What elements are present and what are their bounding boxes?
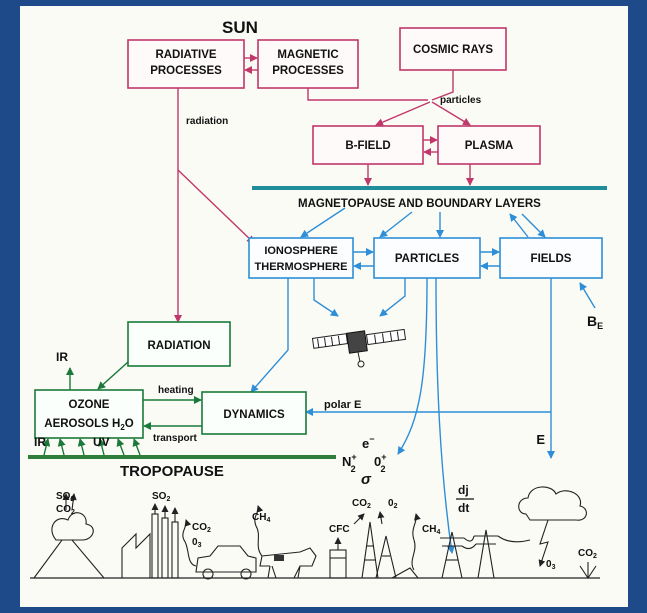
electron-label: e− (362, 434, 375, 451)
trees-co2: CO2 (352, 498, 371, 510)
arrow-particles-to-powerlines (435, 277, 455, 554)
storm-co2: CO2 (578, 548, 597, 560)
heating-label: heating (158, 385, 194, 396)
arrow-fields-to-mp-a (509, 213, 529, 238)
ozone-label: OZONE (69, 399, 110, 411)
factory-icon (121, 503, 182, 579)
ionosphere-thermosphere-box (248, 237, 354, 279)
dynamics-label: DYNAMICS (223, 409, 285, 421)
magnetopause-bar (252, 186, 607, 190)
storm-o3: 03 (546, 559, 556, 571)
arrow-mp-to-particles-a (379, 211, 413, 238)
factory-so2: SO2 (152, 491, 170, 503)
cow-icon (254, 505, 317, 579)
line-magnetic-particles (307, 88, 428, 101)
tropopause-label: TROPOPAUSE (120, 463, 224, 480)
storm-cloud-icon (518, 486, 597, 579)
arrow-to-plasma (431, 101, 471, 126)
magnetic-processes-box (257, 39, 359, 89)
arrow-particles-to-satellite (379, 278, 406, 317)
particles-box-label: PARTICLES (395, 253, 460, 265)
be-label: BE (587, 313, 603, 331)
fridge-icon (329, 537, 347, 579)
ir-bottom-label: IR (34, 435, 46, 449)
aerosols-h2o-label: AEROSOLS H2O (44, 418, 134, 432)
radiative-label-2: PROCESSES (150, 65, 222, 77)
thermosphere-label: THERMOSPHERE (255, 261, 348, 273)
plasma-label: PLASMA (465, 140, 514, 152)
b-field-box (312, 125, 424, 165)
cosmic-rays-label: COSMIC RAYS (413, 44, 493, 56)
dt-label: dt (458, 501, 469, 515)
tropopause-bar (28, 455, 336, 459)
arrow-ir-2 (57, 438, 66, 456)
arrow-radiation-to-ozone (97, 361, 129, 390)
e-field-label: E (536, 432, 545, 447)
radiation-flow-label: radiation (186, 116, 228, 127)
plasma-box (437, 125, 541, 165)
arrow-uv-4 (132, 438, 141, 456)
arrow-to-b-field (375, 101, 431, 126)
magnetopause-label: MAGNETOPAUSE AND BOUNDARY LAYERS (298, 198, 541, 210)
magnetic-label-2: PROCESSES (272, 65, 344, 77)
b-field-label: B-FIELD (345, 140, 390, 152)
particles-flow-label: particles (440, 95, 482, 106)
arrow-iono-to-satellite (313, 278, 339, 317)
ozone-aerosols-box (34, 389, 144, 439)
radiative-processes-box (127, 39, 245, 89)
dynamics-box (201, 391, 307, 435)
uv-label: UV (93, 435, 110, 449)
sigma-label: σ (361, 471, 372, 488)
ionosphere-label: IONOSPHERE (264, 245, 337, 257)
volcano-icon (33, 493, 105, 579)
arrow-ir-1 (42, 438, 51, 456)
arrow-uv-3 (116, 438, 125, 456)
transport-label: transport (153, 433, 198, 444)
satellite-icon (311, 328, 407, 368)
methane-source-icon (411, 513, 421, 571)
power-lines-icon (440, 529, 531, 579)
car-icon (182, 519, 257, 580)
radiative-label-1: RADIATIVE (155, 49, 216, 61)
car-o3: 03 (192, 537, 202, 549)
arrow-particles-to-ions (397, 277, 428, 455)
arrow-be-to-fields (579, 282, 596, 309)
sun-title: SUN (222, 18, 258, 37)
cosmic-rays-box (399, 27, 507, 71)
arrow-iono-to-dynamics (250, 278, 289, 393)
arrow-radiation-to-ionosphere (177, 169, 255, 244)
cow-ch4: CH4 (252, 512, 270, 524)
radiation-box (127, 321, 231, 367)
arrow-uv-1 (77, 438, 86, 456)
fields-box-label: FIELDS (531, 253, 572, 265)
trees-icon (353, 511, 420, 579)
dj-label: dj (458, 483, 469, 497)
fire-ch4: CH4 (422, 524, 440, 536)
trees-o2: 02 (388, 498, 398, 510)
n2-plus-label: N+2 (342, 452, 357, 474)
fridge-cfc: CFC (329, 524, 350, 535)
car-co2: CO2 (192, 522, 211, 534)
ir-top-label: IR (56, 350, 68, 364)
o2-plus-label: 0+2 (374, 452, 387, 474)
magnetic-label-1: MAGNETIC (277, 49, 338, 61)
polar-e-label: polar E (324, 399, 361, 411)
line-cosmic-particles (431, 70, 454, 101)
arrow-mp-to-fields-b (521, 213, 546, 238)
radiation-box-label: RADIATION (147, 340, 210, 352)
arrow-mp-to-iono (300, 207, 346, 238)
volcano-co2: CO2 (56, 504, 75, 516)
volcano-so2: SO2 (56, 491, 74, 503)
arrow-uv-2 (97, 438, 106, 456)
